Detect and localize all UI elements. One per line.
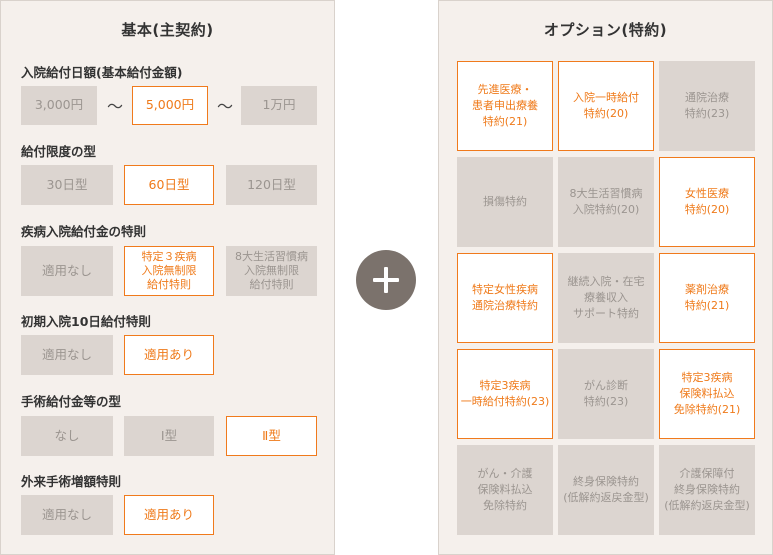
rider-3-disease-lump-sum[interactable]: 特定3疾病 一時給付特約(23) — [457, 349, 553, 439]
disease-rule-none-option[interactable]: 適用なし — [21, 246, 113, 296]
surgery-type1-option[interactable]: Ⅰ型 — [124, 416, 214, 456]
disease-rule-3disease-option[interactable]: 特定３疾病 入院無制限 給付特則 — [124, 246, 214, 296]
surgery-none-option[interactable]: なし — [21, 416, 113, 456]
rider-outpatient-treatment[interactable]: 通院治療 特約(23) — [659, 61, 755, 151]
rider-drug-treatment[interactable]: 薬剤治療 特約(21) — [659, 253, 755, 343]
range-separator: ～ — [107, 97, 124, 116]
plus-icon — [356, 250, 416, 310]
rider-hospital-lump-sum[interactable]: 入院一時給付 特約(20) — [558, 61, 654, 151]
rider-whole-life[interactable]: 終身保険特約 (低解約返戻金型) — [558, 445, 654, 535]
rider-advanced-medical[interactable]: 先進医療・ 患者申出療養 特約(21) — [457, 61, 553, 151]
rider-female-disease-outpatient[interactable]: 特定女性疾病 通院治療特約 — [457, 253, 553, 343]
initial-10day-none-option[interactable]: 適用なし — [21, 335, 113, 375]
rider-continued-hospitalization[interactable]: 継続入院・在宅 療養収入 サポート特約 — [558, 253, 654, 343]
main-contract-title: 基本(主契約) — [121, 21, 214, 39]
surgery-type2-option[interactable]: Ⅱ型 — [226, 416, 317, 456]
limit-120day-option[interactable]: 120日型 — [226, 165, 317, 205]
initial-10day-apply-option[interactable]: 適用あり — [124, 335, 214, 375]
daily-benefit-10000-option[interactable]: 1万円 — [241, 86, 317, 125]
outpatient-surgery-label: 外来手術増額特則 — [21, 474, 122, 489]
rider-8-lifestyle-disease[interactable]: 8大生活習慣病 入院特約(20) — [558, 157, 654, 247]
limit-type-label: 給付限度の型 — [21, 144, 97, 159]
limit-30day-option[interactable]: 30日型 — [21, 165, 113, 205]
disease-rule-8lifestyle-option[interactable]: 8大生活習慣病 入院無制限 給付特則 — [226, 246, 317, 296]
outpatient-apply-option[interactable]: 適用あり — [124, 495, 214, 535]
rider-injury[interactable]: 損傷特約 — [457, 157, 553, 247]
rider-care-whole-life[interactable]: 介護保障付 終身保険特約 (低解約返戻金型) — [659, 445, 755, 535]
rider-options-panel: オプション(特約) 先進医療・ 患者申出療養 特約(21) 入院一時給付 特約(… — [438, 0, 773, 555]
rider-female-medical[interactable]: 女性医療 特約(20) — [659, 157, 755, 247]
main-contract-panel: 基本(主契約) 入院給付日額(基本給付金額) 3,000円 ～ 5,000円 ～… — [0, 0, 335, 555]
rider-cancer-care-premium-waiver[interactable]: がん・介護 保険料払込 免除特約 — [457, 445, 553, 535]
initial-10day-label: 初期入院10日給付特則 — [21, 314, 151, 329]
limit-60day-option[interactable]: 60日型 — [124, 165, 214, 205]
daily-benefit-3000-option[interactable]: 3,000円 — [21, 86, 97, 125]
range-separator: ～ — [217, 97, 234, 116]
surgery-type-label: 手術給付金等の型 — [21, 394, 122, 409]
rider-cancer-diagnosis[interactable]: がん診断 特約(23) — [558, 349, 654, 439]
daily-benefit-5000-option[interactable]: 5,000円 — [132, 86, 208, 125]
daily-benefit-label: 入院給付日額(基本給付金額) — [21, 65, 183, 80]
rider-3-disease-premium-waiver[interactable]: 特定3疾病 保険料払込 免除特約(21) — [659, 349, 755, 439]
outpatient-none-option[interactable]: 適用なし — [21, 495, 113, 535]
disease-special-rule-label: 疾病入院給付金の特則 — [21, 224, 147, 239]
rider-options-title: オプション(特約) — [543, 21, 668, 39]
